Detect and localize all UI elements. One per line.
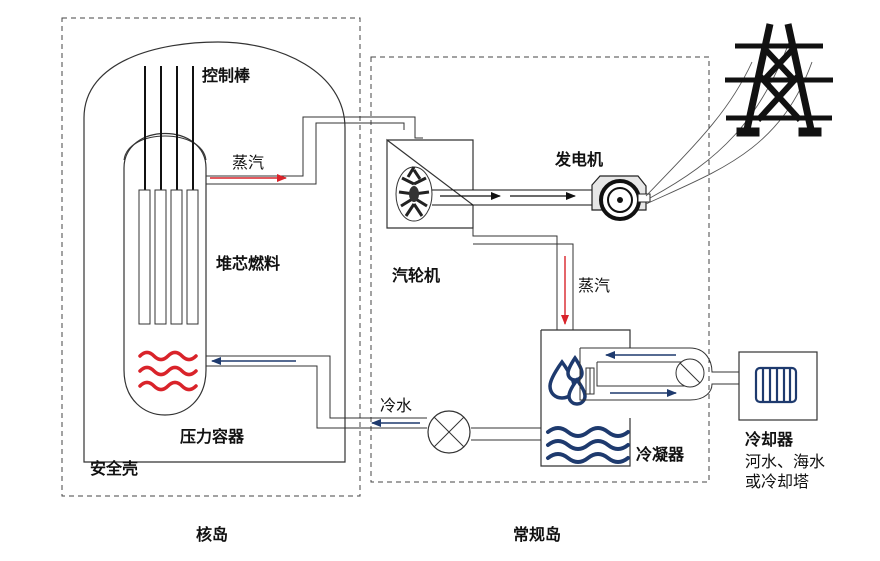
pressure-vessel (123, 132, 207, 416)
pressure-vessel-head (123, 135, 207, 161)
pylon-icon (725, 23, 833, 137)
water-waves-icon (546, 426, 630, 464)
radiator-icon (754, 366, 798, 404)
control-rods (144, 66, 194, 190)
core-fuel-label: 堆芯燃料 (216, 254, 281, 273)
steam-pipe (206, 116, 423, 185)
pump-icon (427, 410, 471, 454)
nuclear-island-region (61, 17, 361, 497)
containment-shell (83, 41, 346, 463)
control-rods-label: 控制棒 (202, 66, 251, 85)
cooling-loop (579, 347, 742, 401)
cooler-title: 冷却器 (745, 430, 794, 449)
nuclear-island-label: 核岛 (196, 525, 229, 544)
generator-icon (591, 175, 651, 221)
cooler-line-2: 或冷却塔 (745, 472, 810, 491)
generator-shaft (432, 189, 600, 206)
cooler-line-1: 河水、海水 (745, 452, 826, 471)
transmission-wires (645, 39, 813, 205)
cold-water-pipe (206, 355, 541, 441)
steam-label-top: 蒸汽 (232, 153, 265, 172)
water-drops-icon (548, 354, 587, 406)
pressure-vessel-label: 压力容器 (180, 427, 245, 446)
conventional-island-label: 常规岛 (513, 525, 562, 544)
heat-waves-icon (138, 350, 198, 392)
steam-pipe-down (472, 228, 574, 330)
cold-water-label: 冷水 (380, 396, 413, 415)
fuel-rods (138, 189, 199, 325)
condenser-label: 冷凝器 (636, 445, 685, 464)
condenser-housing (540, 329, 631, 467)
steam-label-right: 蒸汽 (578, 276, 611, 295)
conventional-island-region (370, 56, 710, 483)
containment-label: 安全壳 (90, 459, 139, 478)
turbine-housing (386, 138, 474, 229)
turbine-label: 汽轮机 (392, 266, 441, 285)
generator-label: 发电机 (555, 150, 604, 169)
turbine-icon (395, 166, 433, 222)
